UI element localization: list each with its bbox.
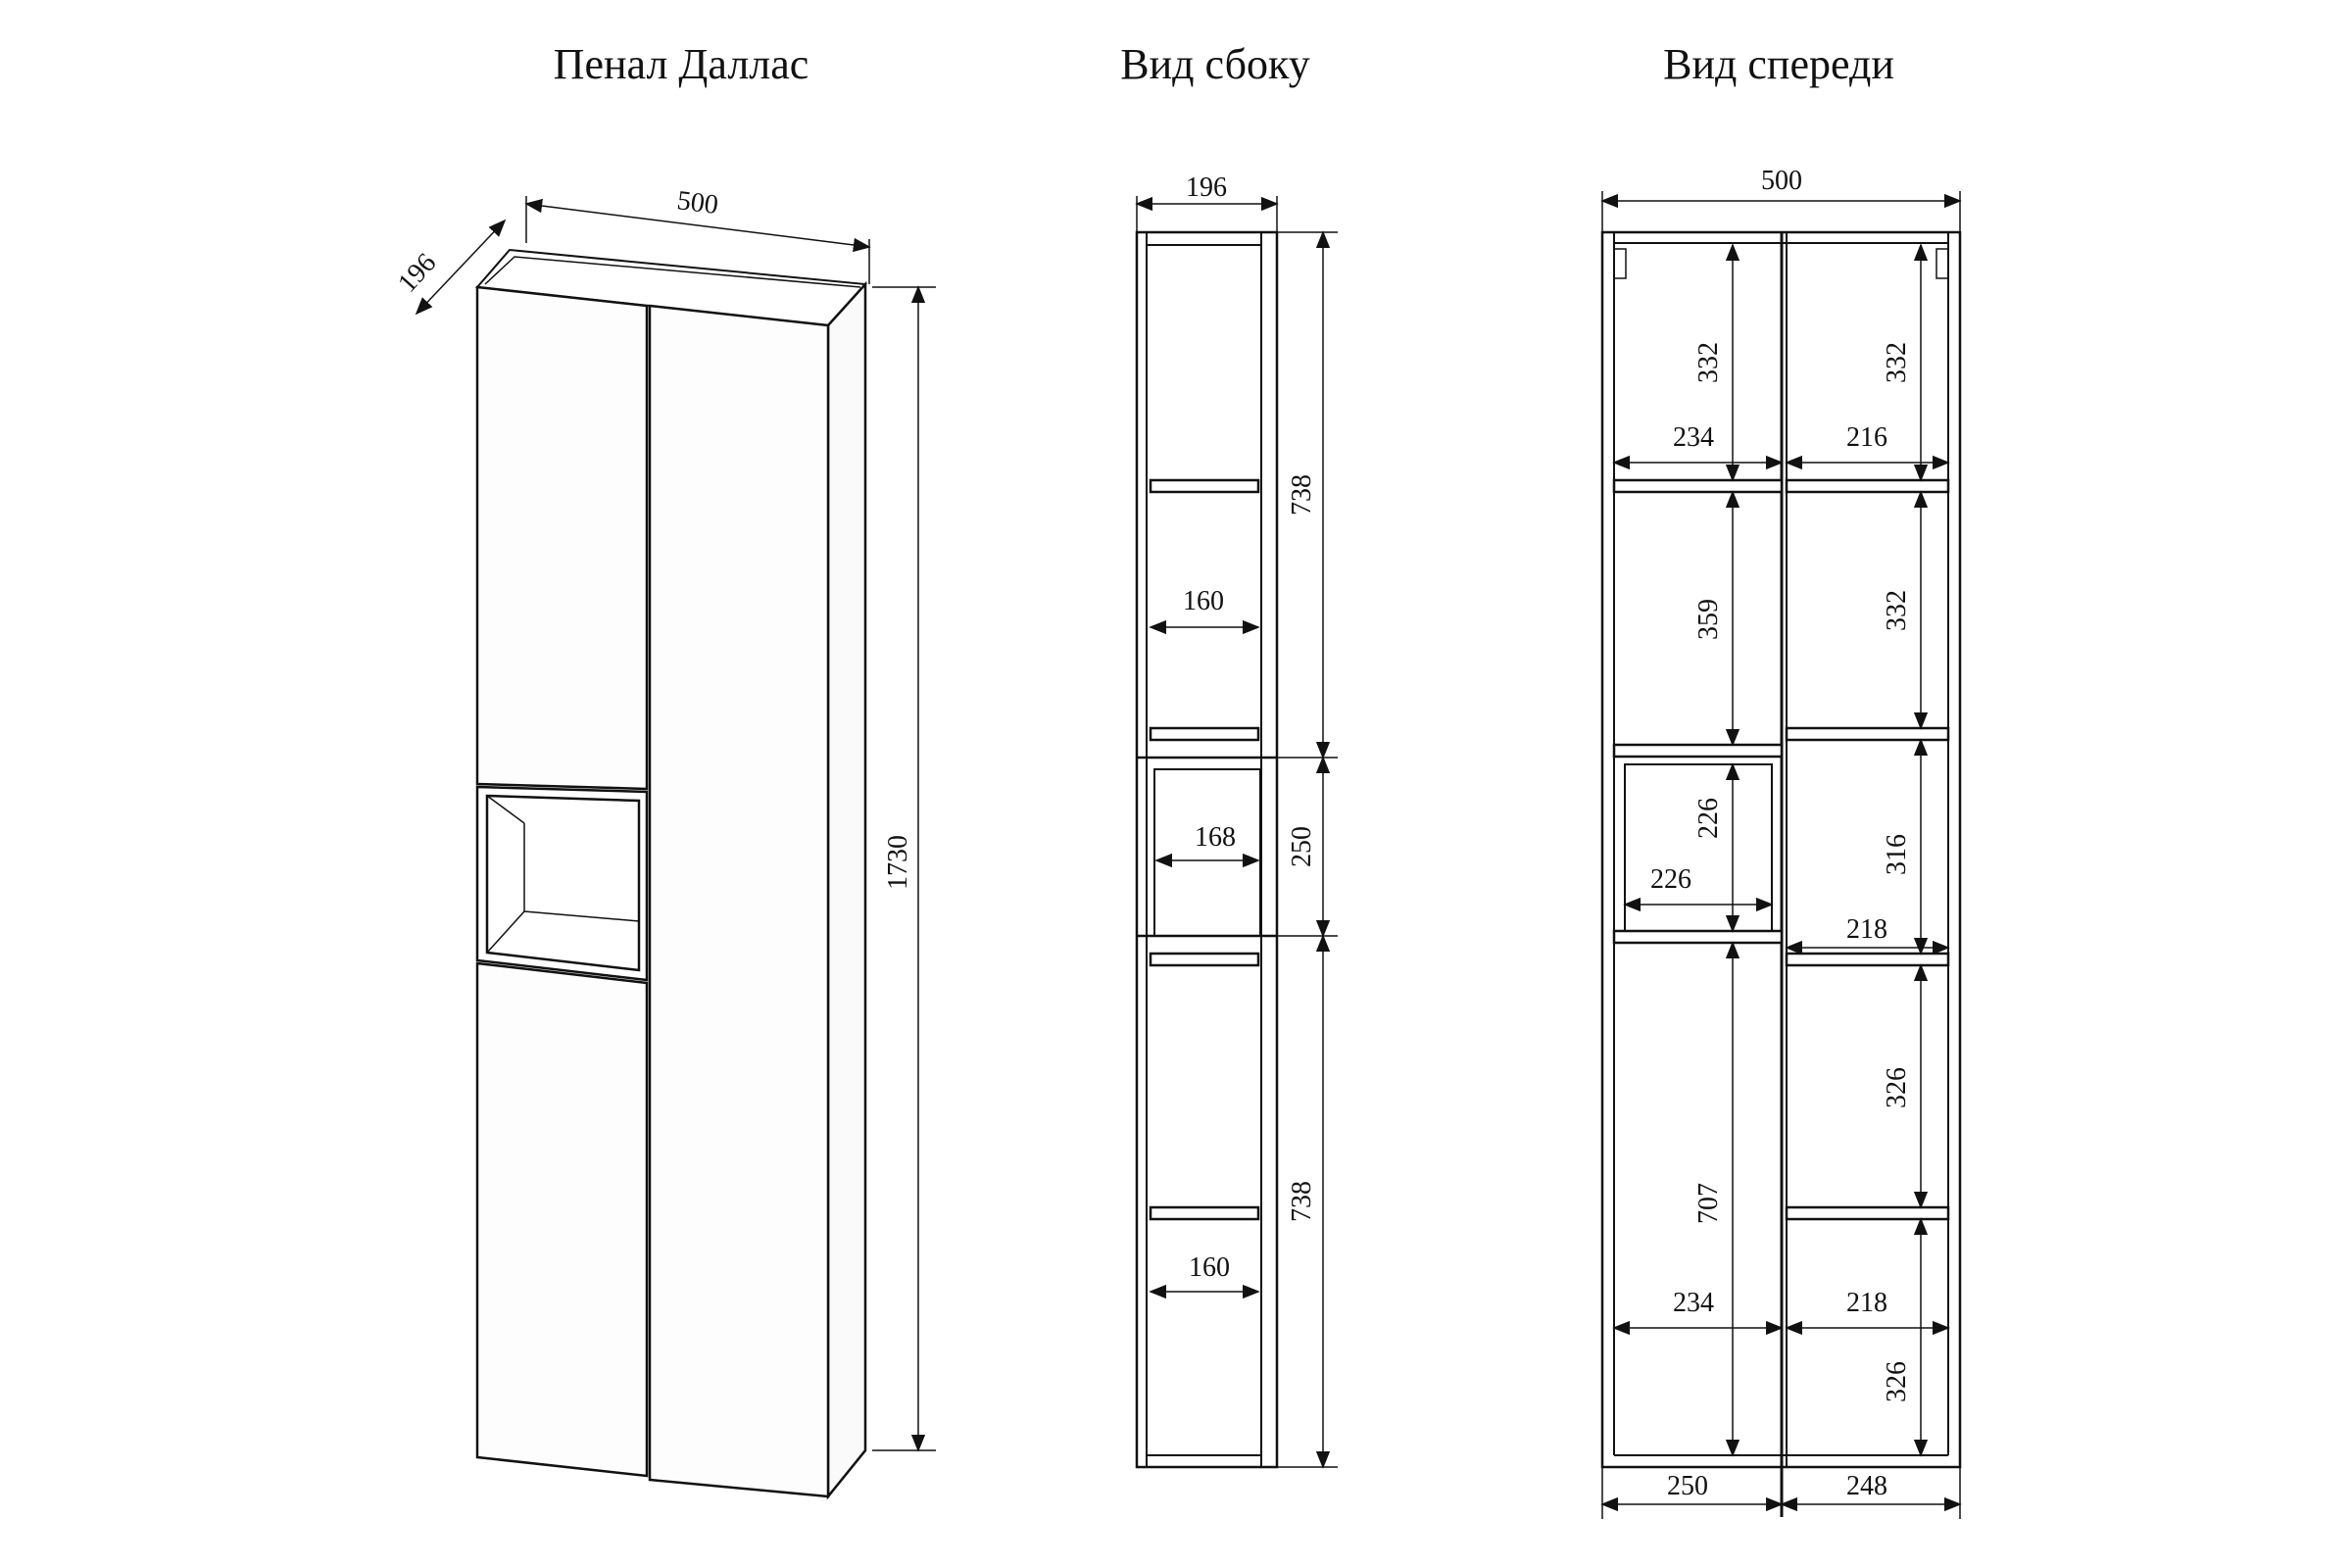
- front-niche-height-label: 226: [1693, 798, 1724, 839]
- title-front-view: Вид спереди: [1663, 40, 1894, 88]
- front-right-top-height-label: 332: [1882, 342, 1912, 383]
- front-left-bottom-width-label: 234: [1673, 1288, 1714, 1318]
- side-middle-height-label: 250: [1287, 826, 1317, 867]
- front-right-fourth-height-label: 326: [1882, 1067, 1912, 1108]
- side-lower-shelf-label: 160: [1189, 1252, 1230, 1283]
- front-left-mid-height-label: 359: [1693, 599, 1724, 640]
- title-isometric: Пенал Даллас: [553, 40, 809, 88]
- side-upper-shelf-label: 160: [1183, 586, 1224, 616]
- side-dimension-lines: [1135, 196, 1338, 1469]
- iso-depth-label: 196: [392, 248, 442, 299]
- side-view: [1135, 230, 1279, 1469]
- side-lower-height-label: 738: [1287, 1181, 1317, 1222]
- side-niche-depth-label: 168: [1195, 822, 1236, 853]
- side-upper-height-label: 738: [1287, 474, 1317, 515]
- title-side-view: Вид сбоку: [1120, 40, 1310, 88]
- front-left-top-height-label: 332: [1693, 342, 1724, 383]
- front-right-third-height-label: 316: [1882, 834, 1912, 875]
- front-bottom-left-width-label: 250: [1667, 1471, 1708, 1501]
- front-right-mid-height-label: 332: [1882, 590, 1912, 631]
- front-total-width-label: 500: [1761, 166, 1802, 196]
- front-left-bottom-height-label: 707: [1693, 1183, 1724, 1224]
- front-view: [1600, 230, 1962, 1517]
- front-left-top-width-label: 234: [1673, 422, 1714, 453]
- isometric-view: [474, 248, 868, 1500]
- front-bottom-right-width-label: 248: [1846, 1471, 1887, 1501]
- front-right-fifth-width-label: 218: [1846, 1288, 1887, 1318]
- front-right-fifth-height-label: 326: [1882, 1361, 1912, 1402]
- side-depth-label: 196: [1186, 172, 1227, 203]
- front-right-top-width-label: 216: [1846, 422, 1887, 453]
- front-niche-width-label: 226: [1650, 864, 1691, 895]
- front-right-third-width-label: 218: [1846, 914, 1887, 945]
- iso-width-label: 500: [675, 185, 719, 220]
- iso-dimension-lines: [415, 196, 936, 1452]
- iso-height-label: 1730: [883, 835, 913, 890]
- front-dimension-lines: [1600, 191, 1962, 1519]
